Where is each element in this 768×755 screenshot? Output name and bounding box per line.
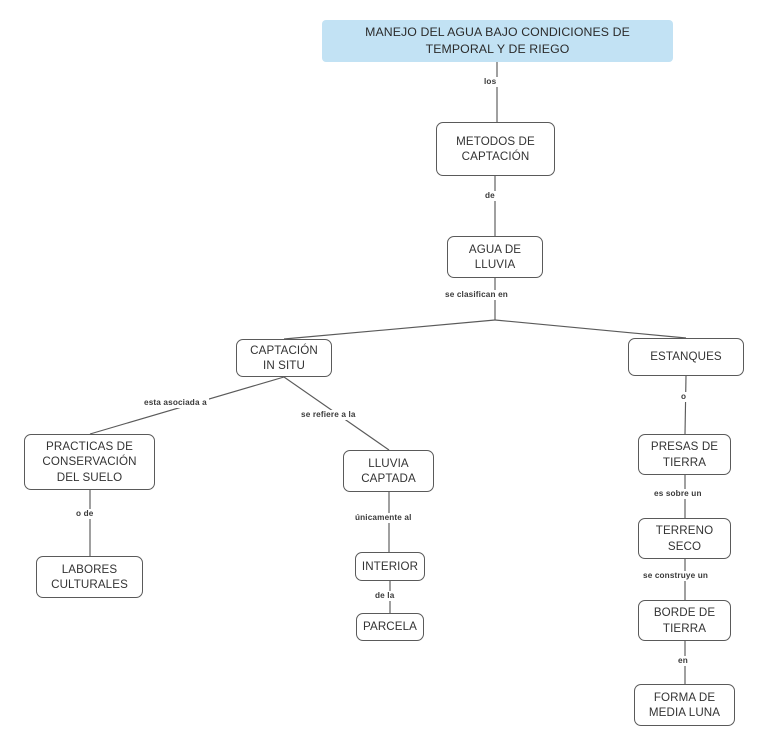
edge-label-o: o [679, 392, 689, 402]
node-lluviacap[interactable]: LLUVIA CAPTADA [343, 450, 434, 492]
node-practicas[interactable]: PRACTICAS DE CONSERVACIÓN DEL SUELO [24, 434, 155, 490]
edge-label-ode: o de [74, 509, 96, 519]
node-terreno[interactable]: TERRENO SECO [638, 518, 731, 559]
edge-label-dela: de la [373, 591, 397, 601]
node-captacion[interactable]: CAPTACIÓN IN SITU [236, 339, 332, 377]
node-borde[interactable]: BORDE DE TIERRA [638, 600, 731, 641]
node-estanques[interactable]: ESTANQUES [628, 338, 744, 376]
node-parcela[interactable]: PARCELA [356, 613, 424, 641]
edge-label-construye: se construye un [641, 571, 711, 581]
edge-label-en: en [676, 656, 690, 666]
node-agua[interactable]: AGUA DE LLUVIA [447, 236, 543, 278]
node-metodos[interactable]: METODOS DE CAPTACIÓN [436, 122, 555, 176]
edge-estanques-presas [684, 375, 687, 435]
edge-split-estanques [494, 319, 687, 339]
edge-label-de: de [483, 191, 497, 201]
node-titulo[interactable]: MANEJO DEL AGUA BAJO CONDICIONES DE TEMP… [322, 20, 673, 62]
node-interior[interactable]: INTERIOR [355, 552, 425, 581]
edge-label-sobre: es sobre un [652, 489, 704, 499]
edge-label-los: los [482, 77, 499, 87]
edge-split-captacion [283, 319, 496, 340]
edge-label-clasifican: se clasifican en [443, 290, 510, 300]
node-labores[interactable]: LABORES CULTURALES [36, 556, 143, 598]
edge-label-asociada: esta asociada a [142, 398, 209, 408]
node-media[interactable]: FORMA DE MEDIA LUNA [634, 684, 735, 726]
edge-label-unicamente: únicamente al [353, 513, 414, 523]
edge-label-refiere: se refiere a la [299, 410, 358, 420]
node-presas[interactable]: PRESAS DE TIERRA [638, 434, 731, 475]
